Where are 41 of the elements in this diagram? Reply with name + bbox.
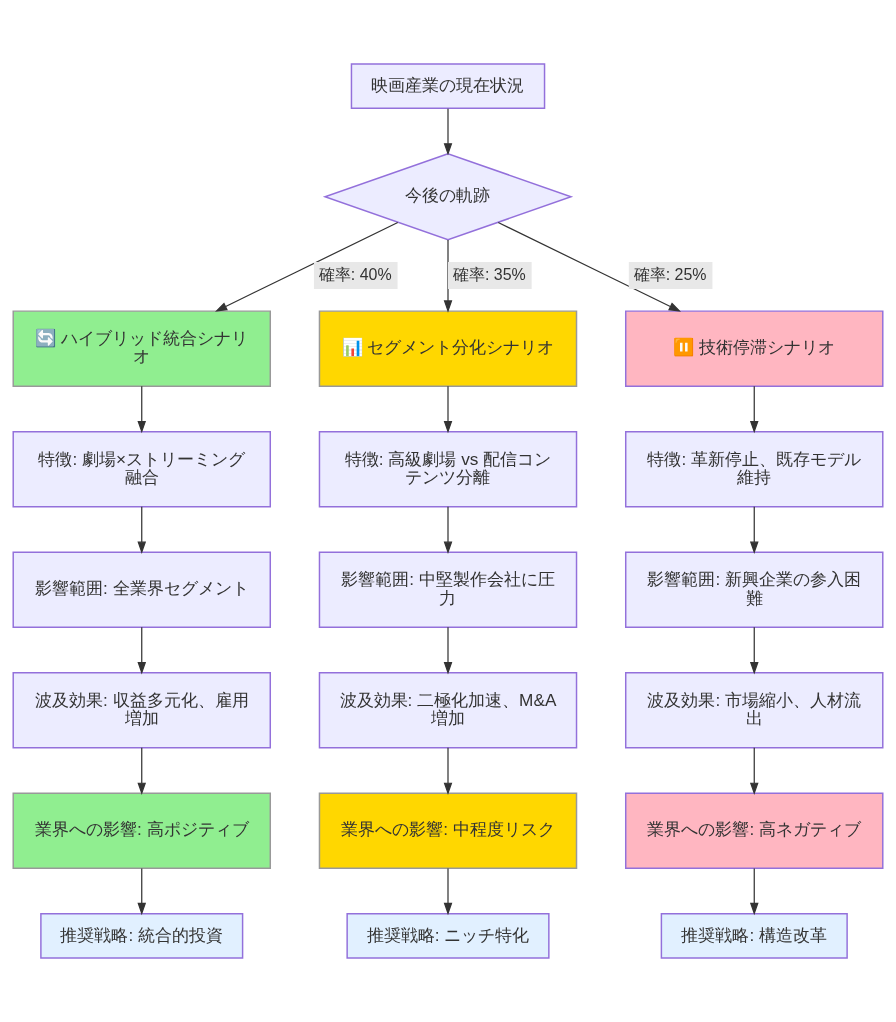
node-box: 影響範囲: 中堅製作会社に圧力 [318, 551, 578, 628]
arrow [749, 626, 759, 675]
node-box: ⏸ 技術停滞シナリオ [625, 310, 884, 387]
arrow [443, 108, 453, 156]
arrow [443, 626, 453, 675]
edge-label: 確率: 25% [633, 265, 707, 283]
node-box: 波及効果: 市場縮小、人材流出 [625, 672, 884, 749]
arrow [443, 506, 453, 554]
node-box: 影響範囲: 新興企業の参入困難 [625, 551, 884, 628]
edge-label: 確率: 40% [318, 265, 392, 283]
node-box: 🔄 ハイブリッド統合シナリオ [12, 310, 271, 387]
node-box: 📊 セグメント分化シナリオ [318, 310, 578, 387]
node-box: 特徴: 高級劇場 vs 配信コンテンツ分離 [318, 430, 578, 508]
node-box: 業界への影響: 中程度リスク [318, 792, 578, 870]
node-box: 推奨戦略: 構造改革 [660, 913, 848, 959]
node-box: 推奨戦略: 統合的投資 [40, 913, 244, 959]
node-box: 波及効果: 収益多元化、雇用増加 [12, 672, 271, 749]
node-diamond: 今後の軌跡 [322, 152, 574, 241]
arrow [137, 626, 147, 675]
node-box: 映画産業の現在状況 [350, 63, 546, 109]
node-box: 特徴: 劇場×ストリーミング融合 [12, 430, 271, 508]
arrow [443, 239, 453, 313]
node-box: 業界への影響: 高ネガティブ [625, 792, 884, 870]
edge-label: 確率: 35% [452, 265, 526, 283]
arrow [137, 747, 147, 795]
node-box: 業界への影響: 高ポジティブ [12, 792, 271, 870]
arrow [443, 867, 453, 916]
node-box: 影響範囲: 全業界セグメント [12, 551, 271, 628]
arrow [443, 385, 453, 434]
arrow [137, 506, 147, 554]
arrow [137, 867, 147, 916]
arrow [749, 747, 759, 795]
arrow [443, 747, 453, 795]
arrow [749, 506, 759, 554]
arrow [137, 385, 147, 434]
arrow [749, 867, 759, 916]
arrow [497, 221, 682, 312]
node-box: 特徴: 革新停止、既存モデル維持 [625, 430, 884, 508]
node-box: 波及効果: 二極化加速、M&A増加 [318, 672, 578, 749]
node-box: 推奨戦略: ニッチ特化 [346, 913, 550, 959]
arrow [749, 385, 759, 434]
